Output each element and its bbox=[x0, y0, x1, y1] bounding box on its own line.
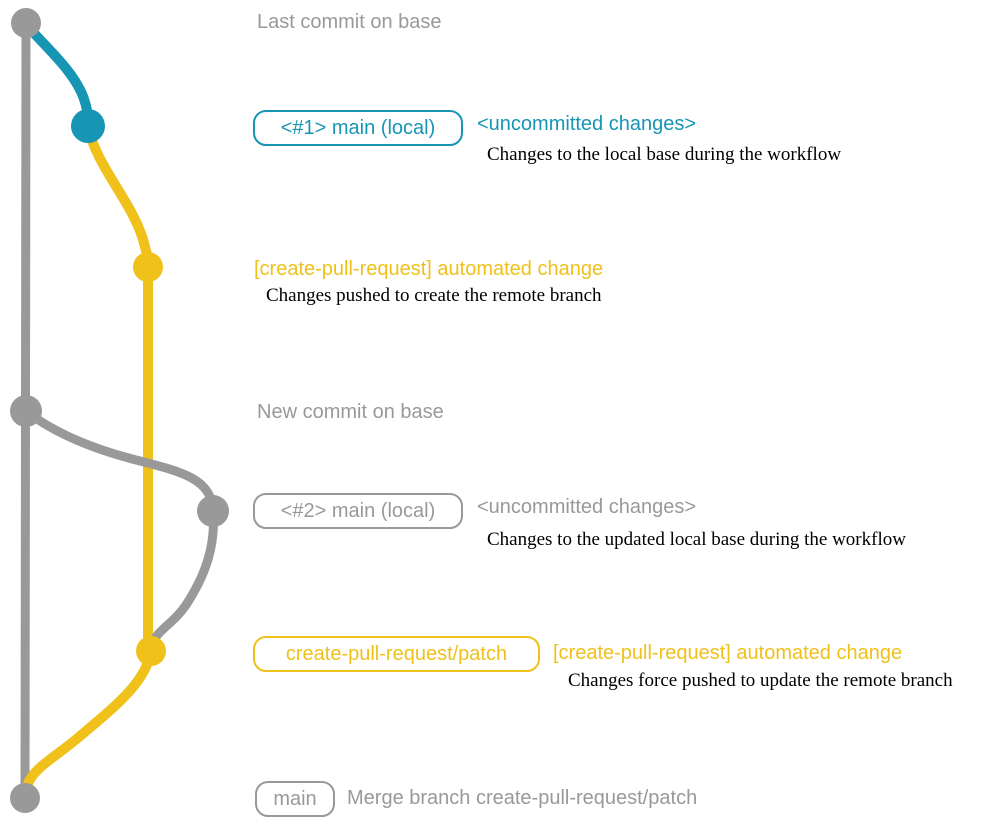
git-graph bbox=[10, 8, 229, 813]
automated-change-description-2: Changes force pushed to update the remot… bbox=[568, 670, 953, 691]
merge-commit-title: Merge branch create-pull-request/patch bbox=[347, 787, 698, 809]
main-local-1-badge: <#1> main (local) bbox=[253, 110, 463, 146]
commit-node-patch bbox=[136, 636, 166, 666]
commit-node-last-base bbox=[11, 8, 41, 38]
new-commit-label: New commit on base bbox=[257, 401, 444, 423]
commit-node-main-2 bbox=[197, 495, 229, 527]
commit-node-merge bbox=[10, 783, 40, 813]
uncommitted-changes-note-2: <uncommitted changes> bbox=[477, 496, 697, 518]
commit-node-new-base bbox=[10, 395, 42, 427]
main-badge: main bbox=[255, 781, 335, 817]
patch-branch-badge: create-pull-request/patch bbox=[253, 636, 540, 672]
merge-edge bbox=[20, 646, 156, 802]
local-change-edge-1 bbox=[21, 19, 93, 131]
automated-change-title-2: [create-pull-request] automated change bbox=[553, 642, 903, 664]
rebase-edge bbox=[146, 506, 218, 655]
automated-change-description-1: Changes pushed to create the remote bran… bbox=[266, 285, 602, 306]
base-update-edge bbox=[21, 406, 218, 514]
remote-branch-edge bbox=[83, 121, 153, 656]
commit-node-automated-1 bbox=[133, 252, 163, 282]
last-commit-label: Last commit on base bbox=[257, 11, 442, 33]
commit-node-main-1 bbox=[71, 109, 105, 143]
main-local-2-badge: <#2> main (local) bbox=[253, 493, 463, 529]
local-change-description-2: Changes to the updated local base during… bbox=[487, 529, 906, 550]
local-change-description-1: Changes to the local base during the wor… bbox=[487, 144, 842, 165]
automated-change-title-1: [create-pull-request] automated change bbox=[254, 258, 604, 280]
uncommitted-changes-note-1: <uncommitted changes> bbox=[477, 113, 697, 135]
